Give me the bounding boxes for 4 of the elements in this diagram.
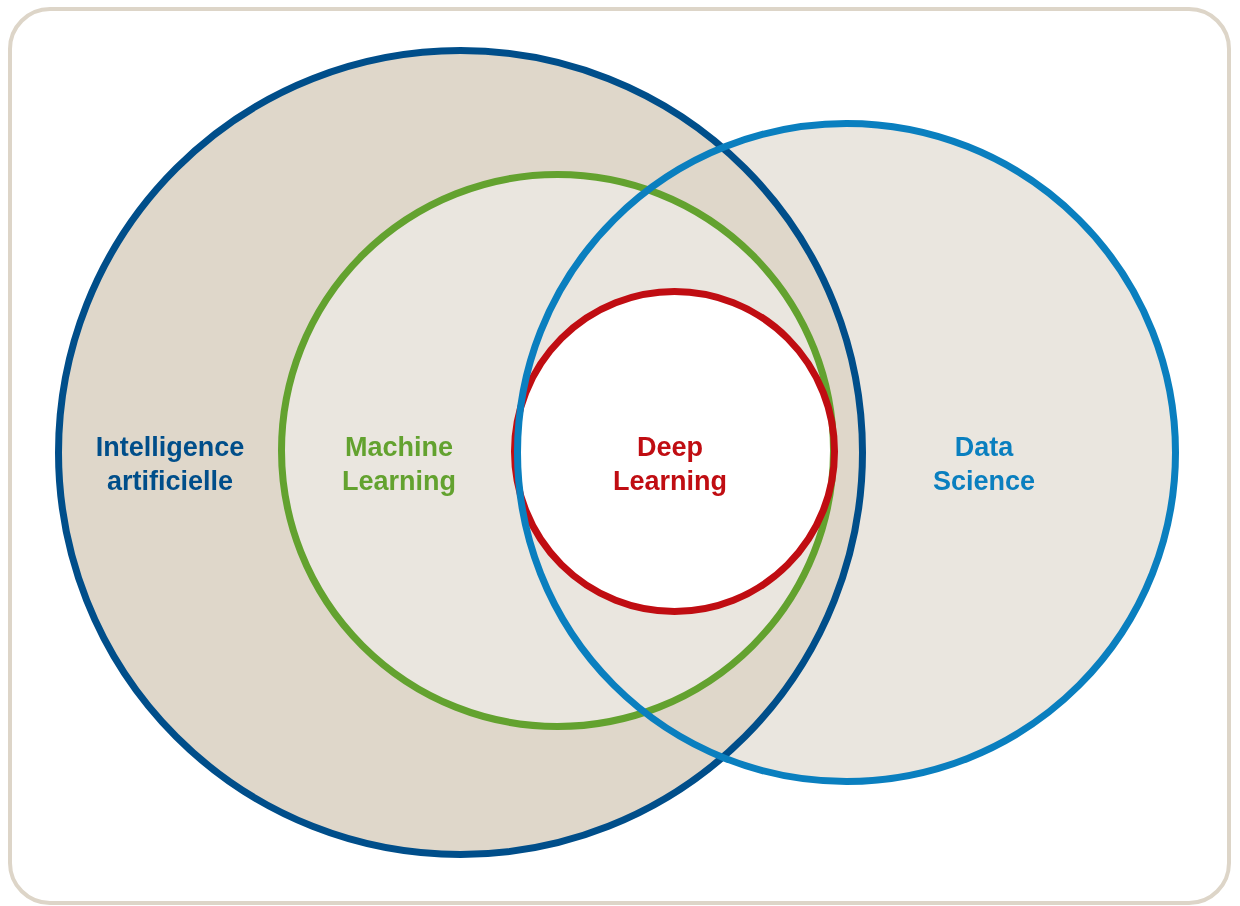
circle-label: Data Science — [931, 431, 1037, 498]
circle-label: Deep Learning — [612, 431, 728, 498]
circle-label: Machine Learning — [341, 431, 457, 498]
circle-label: Intelligence artificielle — [94, 431, 246, 498]
